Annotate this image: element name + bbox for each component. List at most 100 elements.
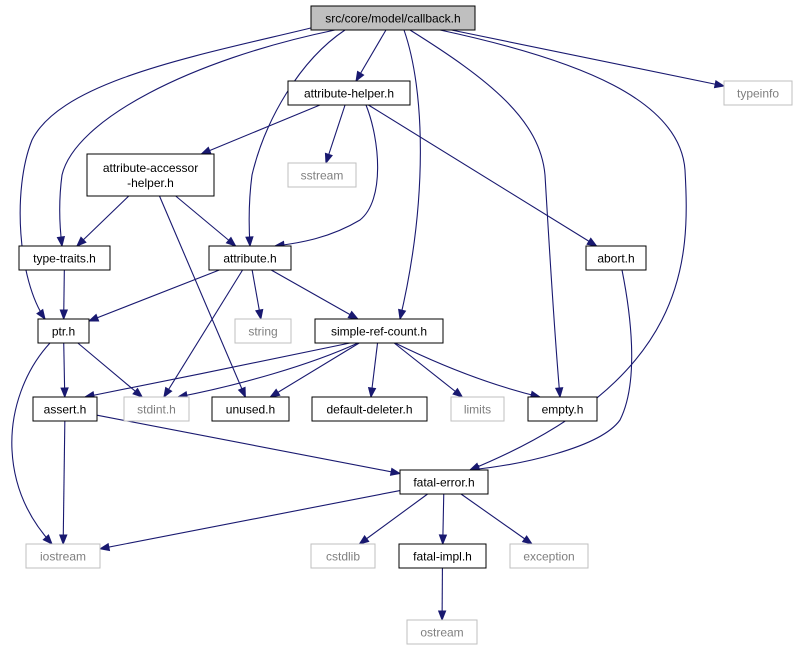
edge-fatalimpl-to-ostream xyxy=(437,567,447,622)
edge-callback-to-attribute xyxy=(245,29,346,248)
edge-abort-to-fatalerror xyxy=(468,269,633,474)
arrowhead xyxy=(713,79,726,89)
node-box xyxy=(287,162,357,188)
edge-line xyxy=(201,104,321,155)
edge-line xyxy=(59,29,336,247)
node-box xyxy=(37,318,90,344)
node-typetraits[interactable]: type-traits.h xyxy=(18,245,111,271)
arrowhead xyxy=(75,236,87,247)
edge-line xyxy=(469,269,633,471)
node-callback[interactable]: src/core/model/callback.h xyxy=(310,5,476,31)
arrowhead xyxy=(389,467,402,476)
edge-simpleref-to-deleter xyxy=(367,342,379,399)
edge-simpleref-to-assert xyxy=(83,342,351,400)
arrowhead xyxy=(132,387,144,398)
node-abort[interactable]: abort.h xyxy=(585,245,647,271)
arrowhead xyxy=(237,386,246,399)
node-label: typeinfo xyxy=(737,87,779,101)
edge-line xyxy=(88,269,220,322)
node-label: attribute-accessor xyxy=(103,161,198,175)
node-ostream: ostream xyxy=(406,619,478,645)
edge-line xyxy=(248,29,346,247)
node-box xyxy=(406,619,478,645)
edge-line xyxy=(163,269,244,398)
arrowhead xyxy=(56,236,66,248)
edge-line xyxy=(175,195,236,247)
node-cstdlib: cstdlib xyxy=(310,543,376,569)
edge-callback-to-attrhelper xyxy=(355,29,387,83)
node-empty[interactable]: empty.h xyxy=(527,396,598,422)
edge-fatalerror-to-fatalimpl xyxy=(438,493,448,546)
node-simpleref[interactable]: simple-ref-count.h xyxy=(314,318,444,344)
node-accessor[interactable]: attribute-accessor-helper.h xyxy=(86,153,215,197)
node-deleter[interactable]: default-deleter.h xyxy=(311,396,428,422)
arrowhead xyxy=(59,309,69,321)
node-stdint: stdint.h xyxy=(123,396,190,422)
arrowhead xyxy=(347,310,359,320)
arrowhead xyxy=(225,236,237,247)
node-fatalimpl[interactable]: fatal-impl.h xyxy=(398,543,487,569)
arrowhead xyxy=(586,237,598,247)
edge-fatalerror-to-iostream xyxy=(98,490,401,552)
node-label: attribute.h xyxy=(223,252,276,266)
edge-line xyxy=(158,195,246,398)
edge-assert-to-iostream xyxy=(59,420,68,546)
edge-line xyxy=(394,342,541,398)
node-iostream: iostream xyxy=(25,543,101,569)
arrowhead xyxy=(521,535,534,545)
edge-line xyxy=(359,493,428,545)
edge-ptr-to-assert xyxy=(60,342,69,399)
edge-line xyxy=(460,493,533,545)
node-box xyxy=(25,543,101,569)
edge-attribute-to-simpleref xyxy=(270,269,359,320)
edge-line xyxy=(409,29,561,398)
node-box xyxy=(32,396,98,422)
edge-line xyxy=(451,29,725,87)
arrowhead xyxy=(554,387,564,399)
arrowhead xyxy=(163,386,173,399)
node-attribute[interactable]: attribute.h xyxy=(208,245,292,271)
arrowhead xyxy=(355,70,365,83)
node-typeinfo: typeinfo xyxy=(723,80,793,106)
edge-fatalerror-to-exception xyxy=(460,493,534,545)
edge-accessor-to-attribute xyxy=(175,195,237,247)
node-box xyxy=(123,396,190,422)
edge-line xyxy=(274,104,379,247)
node-label: fatal-error.h xyxy=(413,476,474,490)
node-box xyxy=(310,543,376,569)
node-box xyxy=(398,543,487,569)
node-label: attribute-helper.h xyxy=(304,87,394,101)
arrowhead xyxy=(200,146,212,155)
node-label: src/core/model/callback.h xyxy=(325,12,460,26)
node-ptr[interactable]: ptr.h xyxy=(37,318,90,344)
edge-assert-to-fatalerror xyxy=(96,414,402,476)
edge-line xyxy=(399,29,421,320)
node-fatalerror[interactable]: fatal-error.h xyxy=(399,469,489,495)
edge-typetraits-to-ptr xyxy=(59,269,69,321)
node-attrhelper[interactable]: attribute-helper.h xyxy=(287,80,411,106)
node-unused[interactable]: unused.h xyxy=(211,396,290,422)
arrowhead xyxy=(269,388,281,398)
node-label: cstdlib xyxy=(326,550,360,564)
node-box xyxy=(399,469,489,495)
edge-line xyxy=(62,420,66,545)
edge-line xyxy=(99,490,401,550)
node-box xyxy=(723,80,793,106)
edge-attribute-to-stdint xyxy=(163,269,244,399)
edge-fatalerror-to-cstdlib xyxy=(358,493,428,545)
node-string: string xyxy=(234,318,292,344)
arrowhead xyxy=(358,534,370,545)
arrowhead xyxy=(42,534,53,546)
node-label: stdint.h xyxy=(137,403,176,417)
edge-line xyxy=(77,342,143,398)
node-sstream: sstream xyxy=(287,162,357,188)
node-box xyxy=(314,318,444,344)
edge-attrhelper-to-sstream xyxy=(324,104,346,165)
edge-attribute-to-ptr xyxy=(87,269,220,322)
edge-attrhelper-to-abort xyxy=(368,104,598,247)
node-assert[interactable]: assert.h xyxy=(32,396,98,422)
node-box xyxy=(311,396,428,422)
arrowhead xyxy=(255,308,264,321)
edge-line xyxy=(96,414,401,475)
